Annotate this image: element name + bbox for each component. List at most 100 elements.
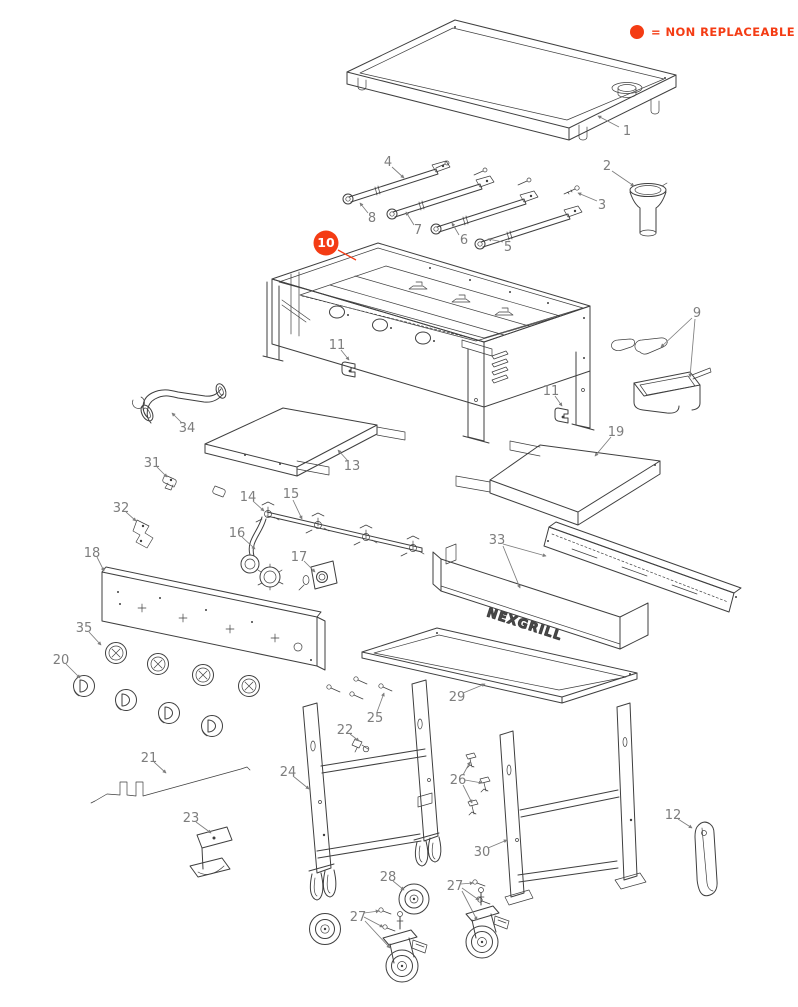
callout-27: 27 <box>350 910 367 925</box>
callout-4: 4 <box>384 155 392 170</box>
part-1-griddle-top <box>346 19 677 141</box>
part-24-left-leg-frame <box>302 679 442 901</box>
part-4-8-burner-tubes <box>342 160 583 250</box>
part-27-screws <box>378 879 491 932</box>
leader-line-18 <box>96 556 105 572</box>
part-11-bracket <box>341 361 356 378</box>
callout-33: 33 <box>489 533 506 548</box>
callout-11: 11 <box>329 338 346 353</box>
callout-26: 26 <box>450 773 467 788</box>
callout-2: 2 <box>603 159 611 174</box>
legend-label: = NON REPLACEABLE <box>651 25 795 39</box>
part-16-regulator <box>240 516 284 591</box>
leader-line-13 <box>337 449 349 462</box>
leader-line-32 <box>125 511 137 522</box>
leader-line-27 <box>364 920 391 949</box>
callout-32: 32 <box>113 501 130 516</box>
leader-line-28 <box>392 880 405 891</box>
callout-17: 17 <box>291 550 308 565</box>
callout-25: 25 <box>367 711 384 726</box>
callout-24: 24 <box>280 765 297 780</box>
leader-line-30 <box>487 839 508 849</box>
callout-29: 29 <box>449 690 466 705</box>
leader-line-26 <box>464 779 483 785</box>
highlight-badge-10 <box>313 230 339 256</box>
leader-line-5 <box>487 237 504 243</box>
callout-34: 34 <box>179 421 196 436</box>
part-25-screws <box>326 676 393 700</box>
callout-6: 6 <box>460 233 468 248</box>
callout-20: 20 <box>53 653 70 668</box>
leader-line-27 <box>461 890 478 921</box>
part-20-control-knobs <box>73 675 223 737</box>
callout-11: 11 <box>543 384 560 399</box>
leader-line-27 <box>461 887 480 901</box>
leader-line-29 <box>462 683 486 694</box>
callout-16: 16 <box>229 526 246 541</box>
part-30-right-leg-frame <box>499 702 647 906</box>
leader-line-6 <box>451 222 460 236</box>
callout-12: 12 <box>665 808 682 823</box>
leader-line-3 <box>577 192 598 202</box>
callout-7: 7 <box>414 223 422 238</box>
callout-14: 14 <box>240 490 257 505</box>
part-23-bracket <box>189 826 233 878</box>
callout-15: 15 <box>283 487 300 502</box>
part-3-screw <box>563 185 580 195</box>
legend: = NON REPLACEABLE <box>630 25 795 39</box>
leader-line-22 <box>349 733 360 742</box>
leader-line-31 <box>156 466 168 478</box>
small-clip <box>212 485 226 498</box>
part-2-grease-funnel <box>629 182 668 237</box>
wheel <box>309 913 341 945</box>
callout-27: 27 <box>447 879 464 894</box>
callout-22: 22 <box>337 723 354 738</box>
callout-13: 13 <box>344 459 361 474</box>
leader-line-19 <box>594 436 612 457</box>
burner-screws <box>435 160 532 186</box>
part-14-15-manifold <box>255 501 425 557</box>
leader-line-23 <box>195 821 212 834</box>
leader-line-15 <box>292 499 303 520</box>
part-33-panels: NEXGRILL <box>432 521 742 650</box>
part-34-hose <box>132 383 227 424</box>
leader-line-33 <box>502 543 547 557</box>
leader-line-1 <box>597 115 620 128</box>
leader-line-4 <box>391 166 405 179</box>
leader-line-11 <box>340 349 350 361</box>
callout-21: 21 <box>141 751 158 766</box>
leader-line-27 <box>363 916 384 928</box>
part-10-firebox-body <box>262 242 595 444</box>
part-22-clip <box>351 738 370 753</box>
callout-9: 9 <box>693 306 701 321</box>
callout-31: 31 <box>144 456 161 471</box>
locking-caster <box>465 887 510 959</box>
leader-line-7 <box>405 211 415 226</box>
leader-line-21 <box>153 761 167 774</box>
leader-line-34 <box>171 412 183 424</box>
callout-5: 5 <box>504 240 512 255</box>
part-19-side-shelf <box>455 440 661 526</box>
part-32-clip <box>132 519 154 549</box>
part-29-bottom-shelf <box>361 627 638 704</box>
leader-line-12 <box>677 818 693 829</box>
callout-1: 1 <box>623 124 631 139</box>
callout-23: 23 <box>183 811 200 826</box>
callout-19: 19 <box>608 425 625 440</box>
part-35-knob-bezels <box>105 642 260 697</box>
leader-line-11 <box>554 395 563 407</box>
leader-line-25 <box>376 692 385 713</box>
part-13-side-shelf <box>204 407 406 477</box>
leader-line-9 <box>688 318 696 378</box>
leader-line-26 <box>462 761 471 776</box>
leader-line-14 <box>252 500 265 512</box>
callout-30: 30 <box>474 845 491 860</box>
leader-line-27 <box>460 881 474 886</box>
leader-line-9 <box>660 317 693 348</box>
part-9-grease-cup <box>611 337 712 414</box>
part-17-igniter <box>298 560 338 591</box>
leader-line-26 <box>462 784 473 804</box>
